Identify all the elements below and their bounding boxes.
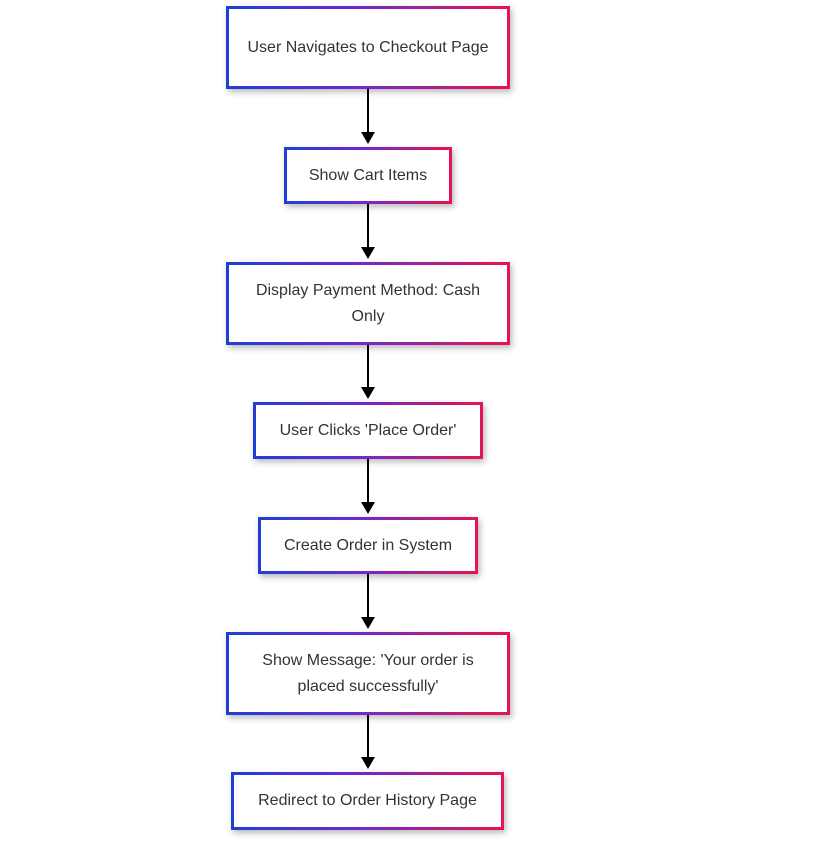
flow-arrow-head [361,502,375,514]
flow-arrow-line [367,574,369,617]
flow-arrow-line [367,89,369,132]
flow-node-label: User Clicks 'Place Order' [256,405,480,456]
flow-node-place-order: User Clicks 'Place Order' [253,402,483,459]
flow-node-label: User Navigates to Checkout Page [229,9,507,86]
flow-node-success-message: Show Message: 'Your order is placed succ… [226,632,510,715]
flow-arrow-line [367,459,369,502]
flow-node-create-order: Create Order in System [258,517,478,574]
flow-node-redirect-history: Redirect to Order History Page [231,772,504,830]
flow-arrow-line [367,345,369,387]
flow-node-show-cart: Show Cart Items [284,147,452,204]
flow-arrow-head [361,132,375,144]
flow-node-label: Show Message: 'Your order is placed succ… [229,635,507,712]
flow-node-label: Show Cart Items [287,150,449,201]
flow-node-label: Redirect to Order History Page [234,775,501,827]
flow-node-payment-method: Display Payment Method: Cash Only [226,262,510,345]
flow-arrow-head [361,247,375,259]
flow-arrow-head [361,617,375,629]
flow-arrow-head [361,757,375,769]
flow-arrow-line [367,204,369,247]
flow-node-label: Display Payment Method: Cash Only [229,265,507,342]
flow-node-label: Create Order in System [261,520,475,571]
flow-arrow-line [367,715,369,757]
flow-arrow-head [361,387,375,399]
flow-node-navigate-checkout: User Navigates to Checkout Page [226,6,510,89]
